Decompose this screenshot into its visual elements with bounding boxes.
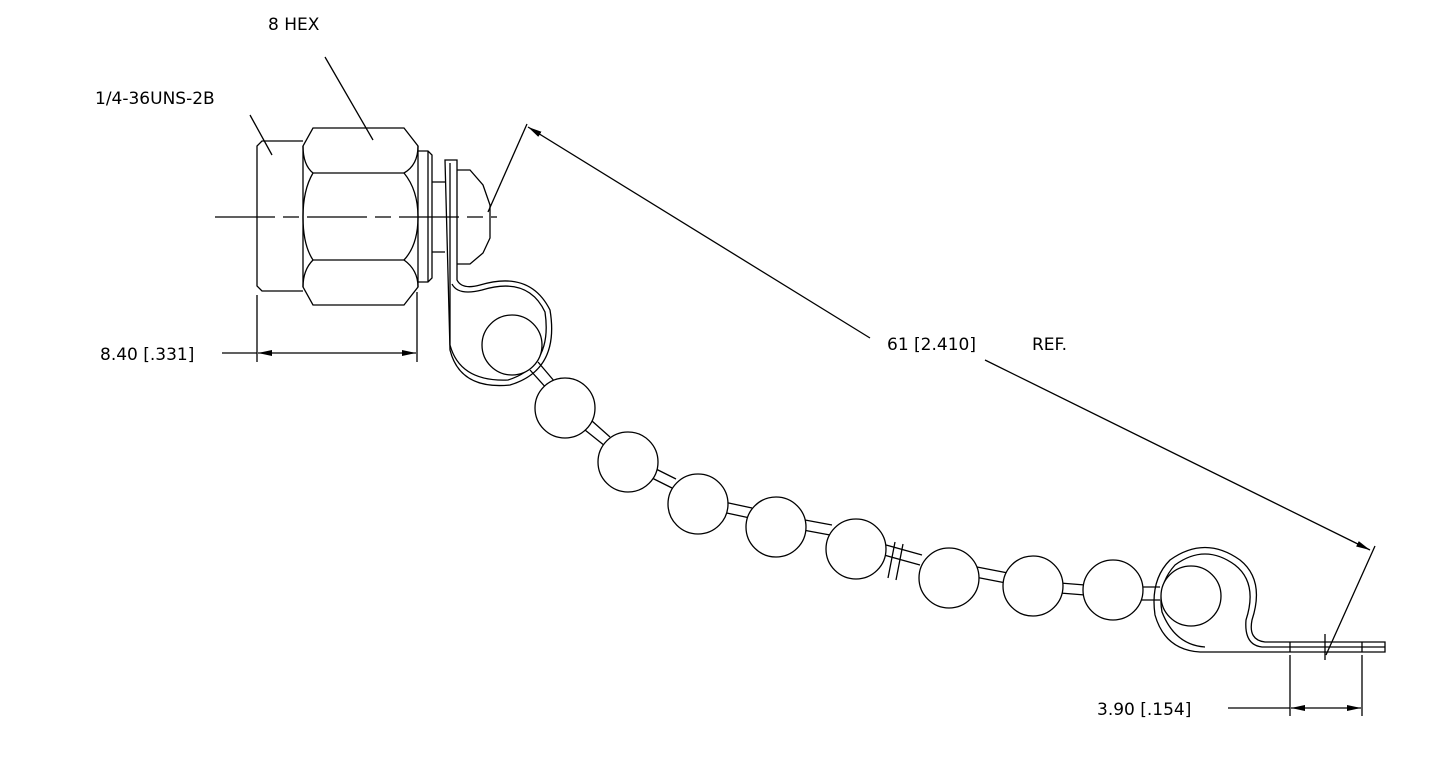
- bead: [918, 547, 980, 609]
- thread-leader: [249, 114, 273, 156]
- end-loop-tab: [1153, 547, 1386, 660]
- hex-label: 8 HEX: [268, 15, 320, 35]
- tab-dimension: [1228, 655, 1363, 716]
- tab-dimension-label: 3.90 [.154]: [1097, 700, 1191, 720]
- thread-label: 1/4-36UNS-2B: [95, 89, 215, 109]
- flange: [418, 150, 433, 283]
- hex-leader: [324, 56, 374, 141]
- bead: [597, 431, 659, 493]
- cap-dome: [457, 169, 491, 265]
- stem: [432, 181, 445, 253]
- chain-beads: [481, 314, 1144, 621]
- bead: [667, 473, 729, 535]
- chain-dimension-label: 61 [2.410]: [887, 335, 976, 355]
- chain-links: [529, 361, 1160, 601]
- bead: [825, 518, 887, 580]
- bead: [745, 496, 807, 558]
- threaded-body: [256, 140, 303, 292]
- chain-dimension: [487, 123, 1376, 656]
- bead: [534, 377, 596, 439]
- bead: [481, 314, 543, 376]
- bead: [1082, 559, 1144, 621]
- length-dimension-label: 8.40 [.331]: [100, 345, 194, 365]
- cap-strap: [444, 159, 553, 387]
- hex-nut: [302, 127, 419, 306]
- length-dimension: [222, 292, 418, 362]
- chain-ref-label: REF.: [1032, 335, 1067, 355]
- bead: [1002, 555, 1064, 617]
